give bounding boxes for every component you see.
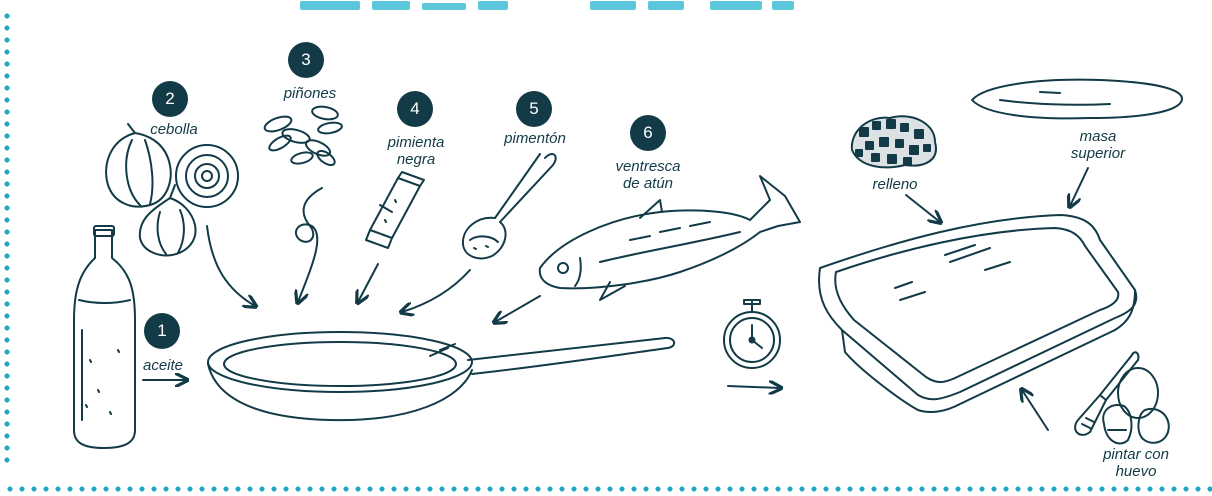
onion-icon <box>106 124 238 255</box>
step-1-badge: 1 <box>144 313 180 349</box>
label-pimenton: pimentón <box>486 130 584 147</box>
label-aceite: aceite <box>130 357 196 374</box>
stopwatch-icon <box>724 300 780 368</box>
step-5-badge: 5 <box>516 91 552 127</box>
dough-icon <box>972 80 1182 119</box>
label-pimienta-negra: pimienta negra <box>368 134 464 168</box>
label-pintar-con-huevo: pintar con huevo <box>1084 446 1188 480</box>
brush-icon <box>1075 352 1138 435</box>
label-pinones: piñones <box>270 85 350 102</box>
pepper-shaker-icon <box>366 172 424 248</box>
paprika-spoon-icon <box>463 154 556 258</box>
label-ventresca-de-atun: ventresca de atún <box>596 158 700 192</box>
pine-nuts-icon <box>263 105 343 168</box>
flow-arrows <box>143 168 1088 430</box>
oil-bottle-icon <box>74 226 135 448</box>
step-4-badge: 4 <box>397 91 433 127</box>
step-6-badge: 6 <box>630 115 666 151</box>
label-masa-superior: masa superior <box>1048 128 1148 162</box>
baking-dish-icon <box>819 215 1136 412</box>
label-cebolla: cebolla <box>136 121 212 138</box>
filling-icon <box>852 116 936 167</box>
tuna-fish-icon <box>540 176 800 300</box>
step-2-badge: 2 <box>152 81 188 117</box>
label-relleno: relleno <box>858 176 932 193</box>
frying-pan-icon <box>208 332 674 420</box>
step-3-badge: 3 <box>288 42 324 78</box>
